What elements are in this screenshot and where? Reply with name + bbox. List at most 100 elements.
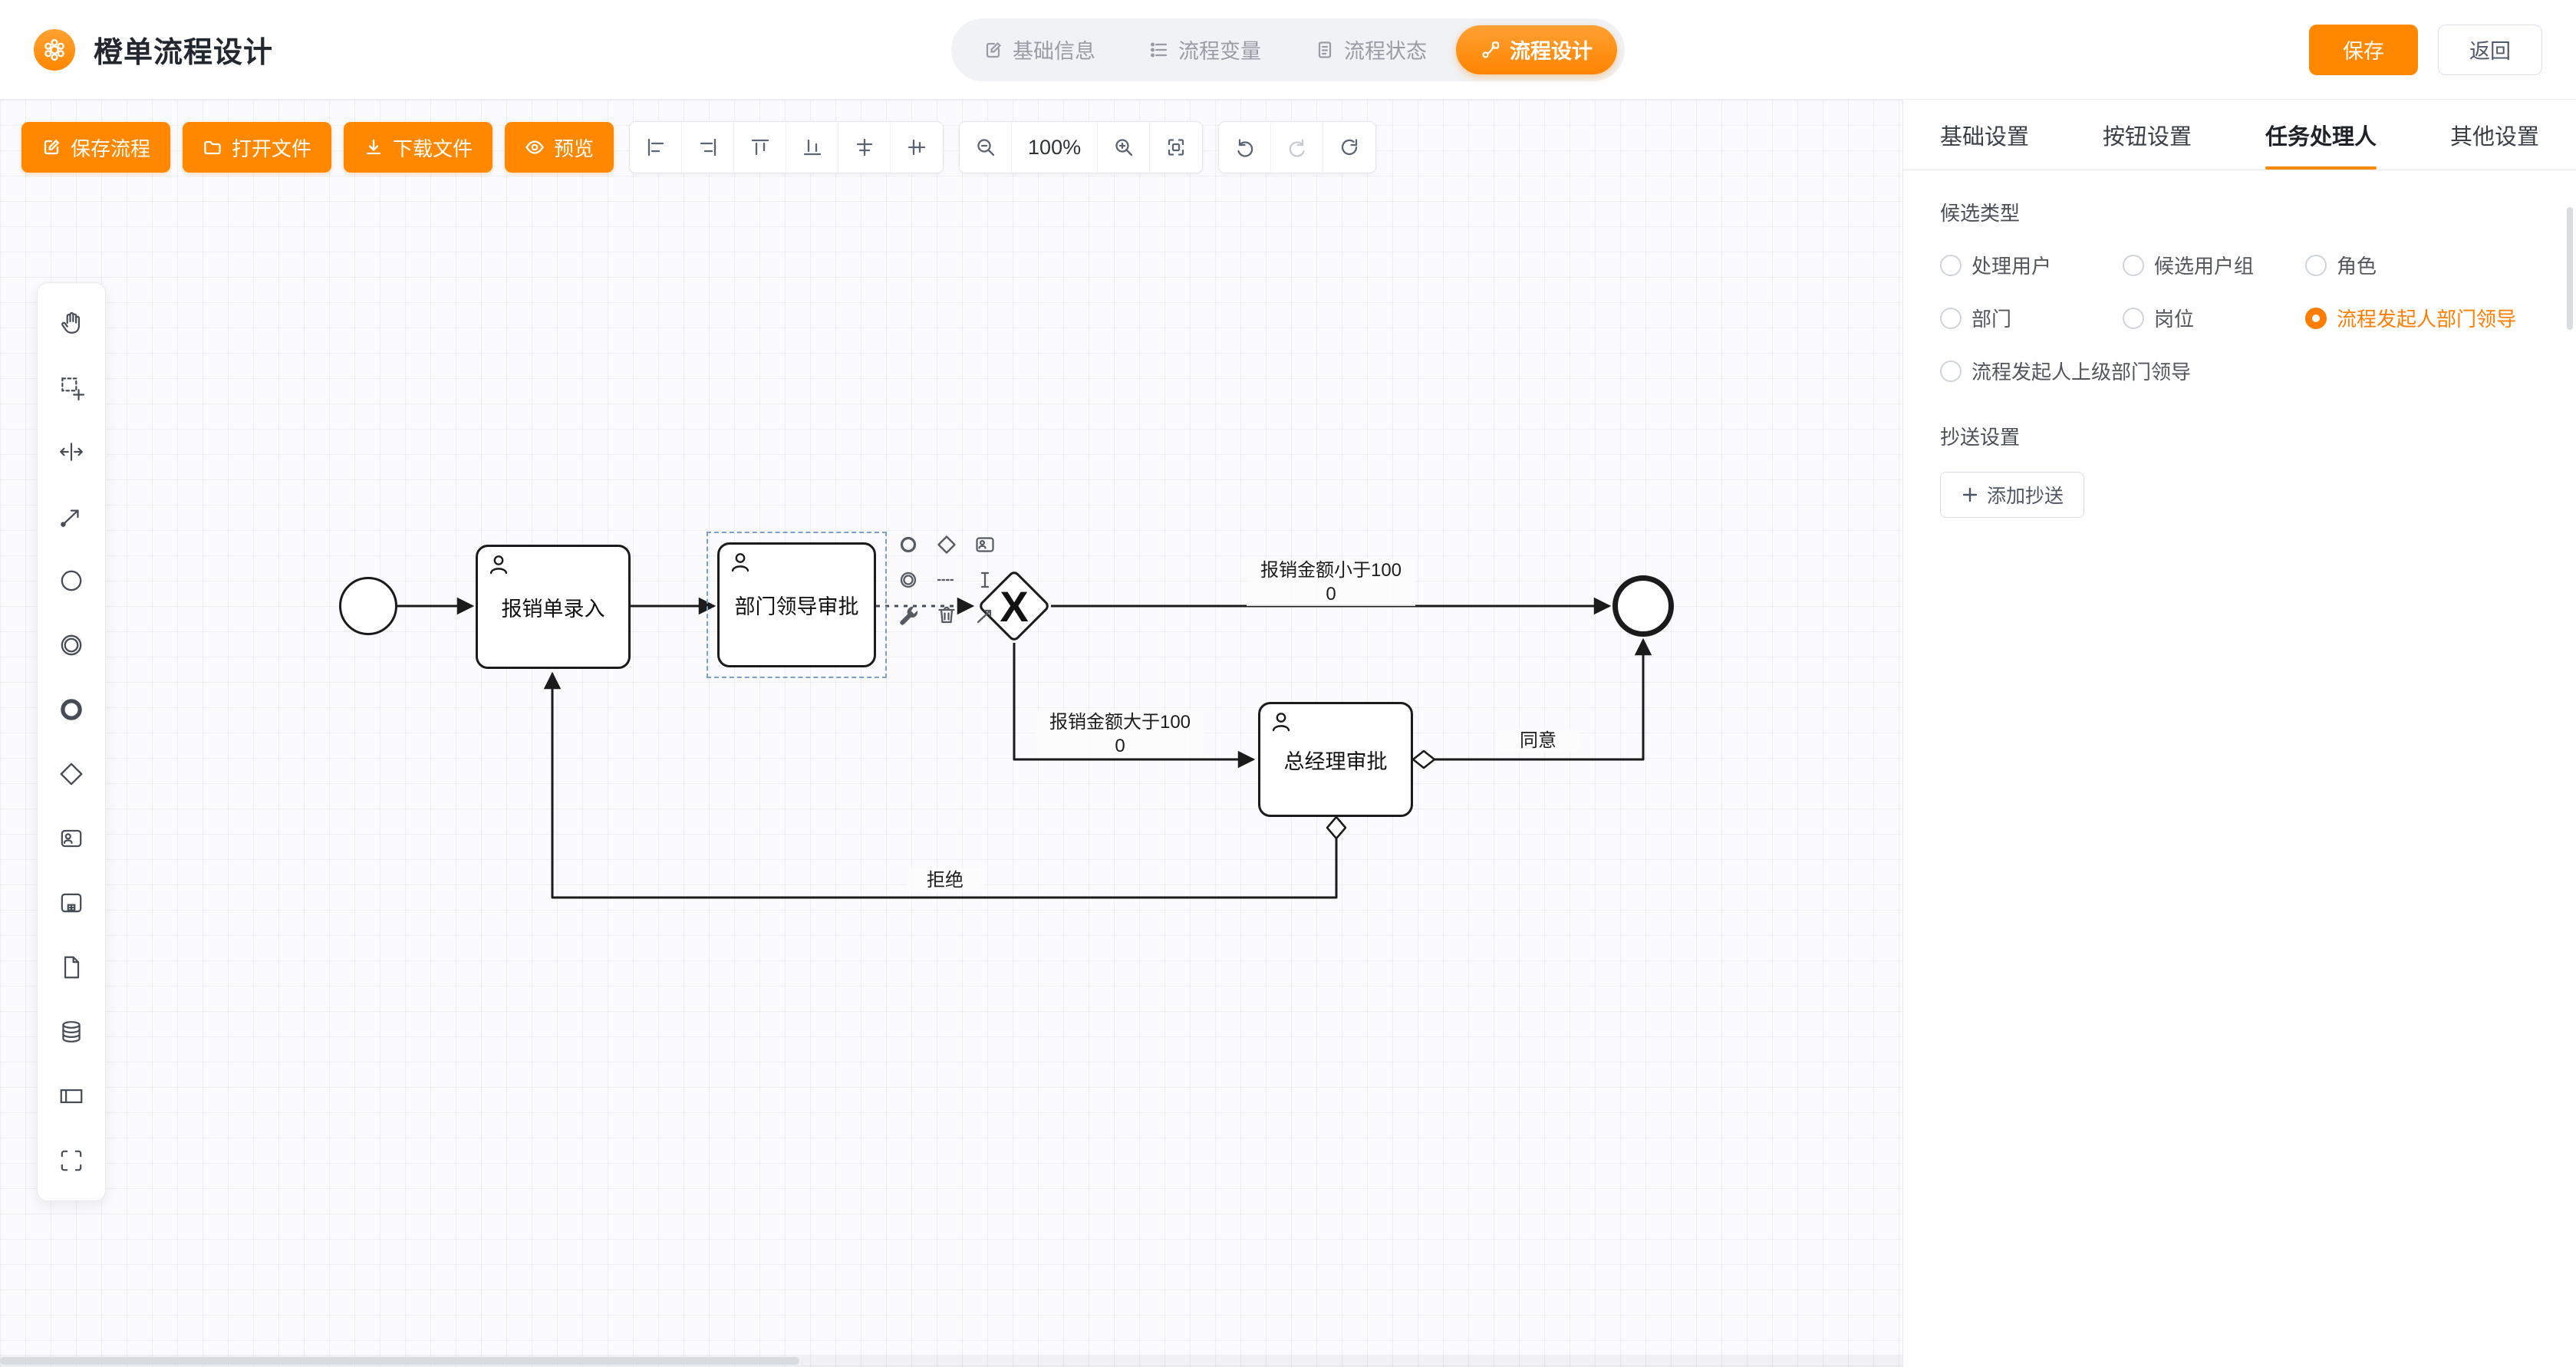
nav-item-label: 流程变量: [1178, 40, 1261, 63]
download-icon: [364, 137, 384, 157]
append-gateway-icon[interactable]: [931, 529, 962, 560]
user-task-node-gm[interactable]: 总经理审批: [1258, 702, 1413, 817]
save-flow-button[interactable]: 保存流程: [21, 122, 171, 173]
radio-label: 流程发起人部门领导: [2337, 308, 2517, 331]
radio-candidate-group[interactable]: 候选用户组: [2123, 251, 2305, 279]
connect-tool-icon[interactable]: [970, 600, 1000, 631]
radio-circle: [2123, 254, 2144, 276]
preview-button[interactable]: 预览: [505, 122, 614, 173]
candidate-type-label: 候选类型: [1940, 202, 2021, 225]
fit-view-icon[interactable]: [1150, 122, 1203, 173]
palette-gateway[interactable]: [44, 746, 99, 802]
end-event-node[interactable]: [1612, 575, 1674, 637]
tab-task-assignee[interactable]: 任务处理人: [2265, 100, 2377, 170]
download-file-button[interactable]: 下载文件: [344, 122, 493, 173]
align-left-icon[interactable]: [630, 122, 683, 173]
radio-department[interactable]: 部门: [1940, 304, 2123, 332]
scrollbar-thumb[interactable]: [0, 1357, 799, 1365]
user-task-node-entry[interactable]: 报销单录入: [476, 545, 631, 669]
add-cc-label: 添加抄送: [1987, 486, 2064, 507]
palette-intermediate-event[interactable]: [44, 618, 99, 673]
palette-hand-tool[interactable]: [44, 295, 99, 351]
append-text-annotation-icon[interactable]: [931, 565, 962, 595]
append-task-icon[interactable]: [970, 529, 1000, 560]
plus-icon: [1961, 486, 1979, 504]
trash-icon[interactable]: [931, 600, 962, 631]
hand-icon: [58, 309, 85, 337]
user-task-node-dept[interactable]: 部门领导审批: [717, 542, 876, 667]
radio-handle-user[interactable]: 处理用户: [1940, 251, 2123, 279]
append-intermediate-event-icon[interactable]: [893, 565, 924, 595]
status-doc-icon: [1315, 40, 1335, 60]
app-header: 橙单流程设计 基础信息 流程变量 流程状态: [0, 0, 2576, 100]
tab-basic-settings[interactable]: 基础设置: [1940, 124, 2030, 150]
palette-space-tool[interactable]: [44, 424, 99, 479]
radio-initiator-dept-leader[interactable]: 流程发起人部门领导: [2305, 304, 2539, 332]
nav-item-flow-design[interactable]: 流程设计: [1456, 25, 1617, 74]
nav-item-variables[interactable]: 流程变量: [1125, 25, 1286, 74]
back-button[interactable]: 返回: [2438, 24, 2542, 75]
radio-role[interactable]: 角色: [2305, 251, 2539, 279]
distribute-horizontal-icon[interactable]: [838, 122, 891, 173]
radio-initiator-upper-dept-leader[interactable]: 流程发起人上级部门领导: [1940, 357, 2539, 385]
sequence-flows[interactable]: [0, 100, 1902, 1367]
redo-icon[interactable]: [1271, 122, 1324, 173]
edge-label-agree[interactable]: 同意: [1496, 729, 1580, 753]
edge-label-greater[interactable]: 报销金额大于100 0: [1036, 710, 1204, 758]
edge-label-less[interactable]: 报销金额小于100 0: [1247, 558, 1415, 606]
palette-subprocess[interactable]: [44, 875, 99, 931]
open-file-button[interactable]: 打开文件: [183, 122, 332, 173]
intermediate-event-icon: [58, 631, 85, 659]
radio-label: 候选用户组: [2154, 255, 2255, 278]
zoom-out-icon[interactable]: [960, 122, 1013, 173]
canvas-toolbar: 保存流程 打开文件 下载文件: [21, 121, 1377, 173]
edge-label-reject[interactable]: 拒绝: [907, 868, 983, 892]
doc-edit-icon: [983, 40, 1003, 60]
start-event-node[interactable]: [339, 577, 397, 635]
radio-post[interactable]: 岗位: [2123, 304, 2305, 332]
reset-icon[interactable]: [1323, 122, 1376, 173]
button-label: 预览: [554, 137, 595, 160]
edit-label-icon[interactable]: [970, 565, 1000, 595]
palette-participant[interactable]: [44, 1069, 99, 1124]
bpmn-canvas[interactable]: 保存流程 打开文件 下载文件: [0, 100, 1902, 1367]
wrench-icon[interactable]: [893, 600, 924, 631]
person-icon: [487, 553, 510, 576]
tab-button-settings[interactable]: 按钮设置: [2102, 124, 2192, 150]
align-top-icon[interactable]: [734, 122, 787, 173]
append-end-event-icon[interactable]: [893, 529, 924, 560]
palette-end-event[interactable]: [44, 682, 99, 737]
distribute-vertical-icon[interactable]: [891, 122, 944, 173]
align-right-icon[interactable]: [682, 122, 735, 173]
tab-other-settings[interactable]: 其他设置: [2449, 124, 2539, 150]
vertical-scrollbar[interactable]: [2567, 207, 2573, 330]
properties-panel: 基础设置 按钮设置 任务处理人 其他设置 候选类型 处理用户 候选用户组 角色: [1902, 100, 2576, 1367]
button-label: 保存流程: [71, 137, 151, 160]
palette-group[interactable]: [44, 1133, 99, 1188]
nav-item-basic-info[interactable]: 基础信息: [959, 25, 1120, 74]
radio-circle: [2305, 307, 2327, 329]
undo-icon[interactable]: [1219, 122, 1272, 173]
task-label: 部门领导审批: [734, 595, 859, 618]
add-cc-button[interactable]: 添加抄送: [1940, 472, 2085, 518]
page-title: 橙单流程设计: [94, 37, 274, 69]
horizontal-scrollbar[interactable]: [0, 1355, 1902, 1367]
palette-data-object[interactable]: [44, 940, 99, 995]
save-button[interactable]: 保存: [2309, 24, 2418, 75]
palette-lasso-tool[interactable]: [44, 360, 99, 415]
document-icon: [58, 954, 85, 981]
file-buttons: 保存流程 打开文件 下载文件: [21, 122, 614, 173]
person-icon: [729, 551, 752, 574]
palette-start-event[interactable]: [44, 553, 99, 608]
zoom-in-icon[interactable]: [1098, 122, 1151, 173]
zoom-group: 100%: [959, 121, 1204, 173]
element-palette: [37, 282, 106, 1201]
group-icon: [58, 1147, 85, 1174]
task-label: 报销单录入: [501, 597, 605, 621]
context-pad: [893, 529, 1003, 631]
palette-data-store[interactable]: [44, 1004, 99, 1059]
palette-user-task[interactable]: [44, 811, 99, 866]
palette-global-connect-tool[interactable]: [44, 489, 99, 544]
align-bottom-icon[interactable]: [786, 122, 839, 173]
nav-item-status[interactable]: 流程状态: [1290, 25, 1451, 74]
